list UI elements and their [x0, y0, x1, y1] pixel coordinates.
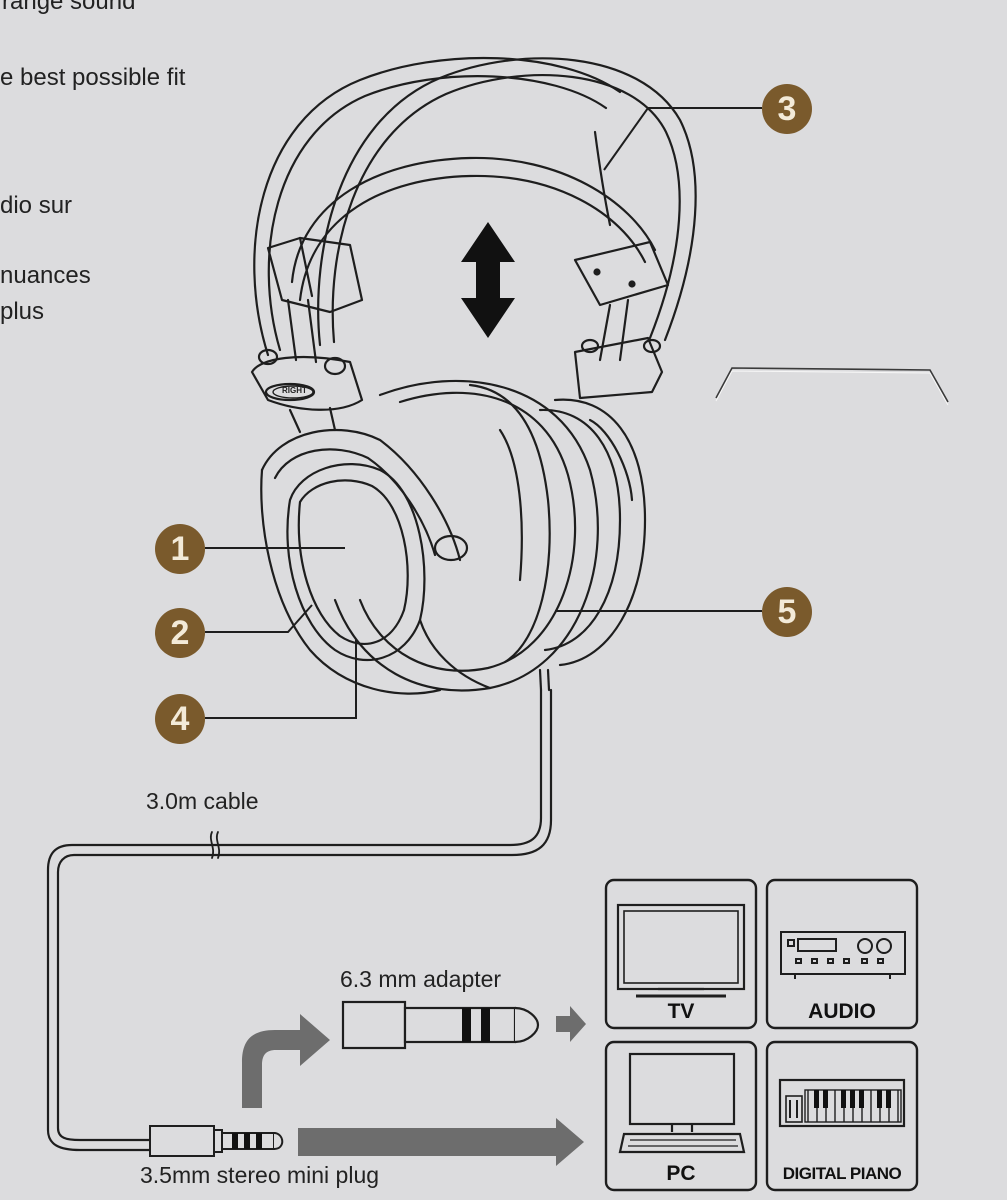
housing-arm	[260, 428, 462, 562]
intro-text-2: e best possible fit	[0, 64, 186, 91]
device-label-digital-piano: DIGITAL PIANO	[782, 1164, 902, 1183]
cable-outline-a	[46, 688, 543, 1152]
device-label-tv: TV	[667, 1000, 695, 1023]
intro-text-3: dio sur	[0, 192, 73, 219]
yoke-right	[573, 336, 664, 400]
adapter-arrow-icon	[242, 1014, 330, 1108]
tv-icon	[616, 903, 746, 998]
mini-plug-icon	[149, 1125, 284, 1157]
earcup-back	[553, 398, 647, 667]
device-box-audio	[765, 878, 919, 1030]
mini-plug-label: 3.5mm stereo mini plug	[140, 1162, 380, 1188]
callout-badge-1: 1	[155, 524, 205, 574]
device-box-tv	[604, 878, 758, 1030]
intro-text-5: plus	[0, 298, 45, 325]
audio-receiver-icon	[780, 931, 906, 979]
callout-badge-3: 3	[762, 84, 812, 134]
adapter-out-arrow-icon	[556, 1006, 586, 1042]
piano-keyboard-icon	[778, 1078, 906, 1128]
adapter-label: 6.3 mm adapter	[340, 966, 502, 992]
adjust-arrow-icon	[461, 222, 515, 338]
device-label-pc: PC	[666, 1162, 696, 1185]
cable-label: 3.0m cable	[146, 788, 259, 814]
headband-rail-outer-right	[317, 57, 697, 347]
callout-badge-4: 4	[155, 694, 205, 744]
device-label-audio: AUDIO	[808, 1000, 876, 1023]
direct-arrow-icon	[298, 1118, 584, 1166]
earpad	[333, 379, 599, 692]
suspension-strap	[290, 156, 657, 284]
intro-text-1: range sound	[2, 0, 136, 15]
callout-badge-5: 5	[762, 587, 812, 637]
large-adapter-icon	[341, 1000, 540, 1050]
device-box-pc	[604, 1040, 758, 1192]
slider-block-right	[573, 240, 670, 307]
headband-rail-outer-left	[253, 56, 622, 357]
callout-badge-2: 2	[155, 608, 205, 658]
cable-outline-b	[56, 688, 553, 1142]
earcup-side-label: RIGHT	[282, 386, 307, 395]
device-box-piano	[765, 1040, 919, 1192]
yoke-left	[250, 355, 364, 411]
pc-icon	[618, 1052, 746, 1154]
intro-text-4: nuances	[0, 262, 91, 289]
